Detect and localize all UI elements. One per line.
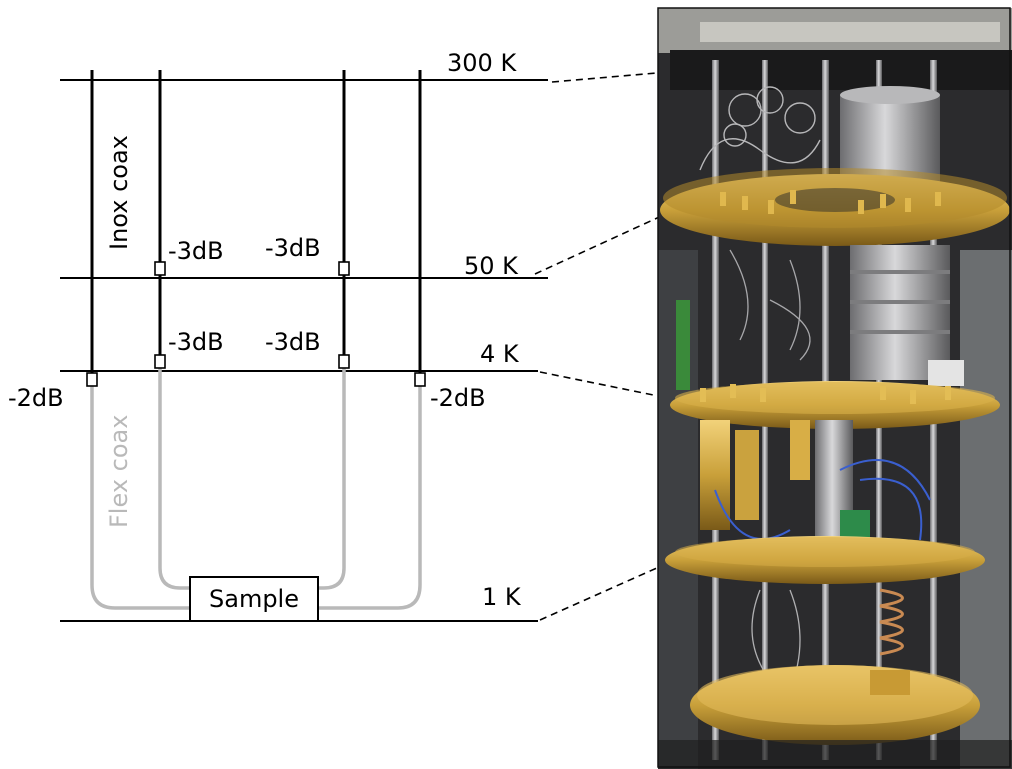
attenuator-label-line4-4k: -2dB bbox=[430, 384, 486, 412]
stage-label-4k: 4 K bbox=[480, 340, 520, 368]
attenuators bbox=[86, 261, 426, 387]
attenuator-label-line2-50k: -3dB bbox=[168, 237, 224, 265]
photo-wire-coils bbox=[699, 86, 821, 171]
attenuator-label-line3-50k: -3dB bbox=[265, 234, 321, 262]
inox-coax-lines bbox=[90, 70, 422, 373]
attenuator-line3-4k bbox=[338, 354, 350, 369]
leader-4k bbox=[539, 371, 669, 399]
sample-box: Sample bbox=[189, 576, 319, 622]
photo-plate-connectors-4k bbox=[700, 384, 951, 404]
photo-50k-plate bbox=[660, 168, 1010, 246]
photo-bottom-shadow bbox=[658, 740, 1012, 769]
stage-label-300k: 300 K bbox=[447, 49, 517, 77]
photo-green-cable bbox=[676, 300, 690, 390]
attenuator-line2-4k bbox=[154, 354, 166, 369]
attenuator-line2-50k bbox=[154, 261, 166, 276]
photo-frame bbox=[657, 7, 1011, 768]
attenuator-line1-4k bbox=[86, 372, 98, 387]
photo-mid-wires bbox=[729, 249, 811, 361]
photo-top-plate bbox=[670, 50, 1012, 90]
photo-1k-plate bbox=[665, 536, 985, 584]
stage-label-50k: 50 K bbox=[464, 252, 519, 280]
flex-coax-inner bbox=[158, 368, 346, 590]
attenuator-label-line3-4k: -3dB bbox=[265, 328, 321, 356]
photo-wall-right bbox=[960, 250, 1012, 769]
photo-heat-exchanger bbox=[879, 588, 904, 656]
leader-300k bbox=[551, 71, 669, 83]
stage-label-1k: 1 K bbox=[482, 583, 522, 611]
attenuator-labels: -3dB -3dB -3dB -3dB -2dB -2dB bbox=[8, 234, 486, 412]
photo-4k-cylinder bbox=[850, 245, 950, 380]
flex-coax-outer bbox=[90, 385, 422, 610]
photo-plate-connectors-50k bbox=[720, 190, 941, 214]
sample-label: Sample bbox=[209, 585, 299, 613]
inox-coax-label: Inox coax bbox=[105, 135, 133, 250]
photo-mc-plate bbox=[690, 665, 980, 745]
temperature-stages: 300 K 50 K 4 K 1 K bbox=[60, 49, 548, 622]
attenuator-line3-50k bbox=[338, 261, 350, 276]
flex-coax-label: Flex coax bbox=[105, 415, 133, 528]
attenuator-label-line1-4k: -2dB bbox=[8, 384, 64, 412]
leader-lines bbox=[534, 71, 669, 621]
leader-50k bbox=[534, 212, 669, 275]
photo-green-board bbox=[840, 510, 870, 540]
photo-4k-plate bbox=[670, 381, 1000, 429]
sample-rect bbox=[189, 576, 319, 622]
attenuator-label-line2-4k: -3dB bbox=[168, 328, 224, 356]
attenuator-line4-4k bbox=[414, 372, 426, 387]
leader-1k bbox=[539, 562, 669, 621]
flex-coax-lines bbox=[90, 368, 422, 610]
photo-white-box bbox=[928, 360, 964, 386]
cryostat-photo bbox=[658, 8, 1012, 769]
photo-blue-coax bbox=[714, 459, 931, 541]
photo-ceiling-panel bbox=[700, 22, 1000, 42]
